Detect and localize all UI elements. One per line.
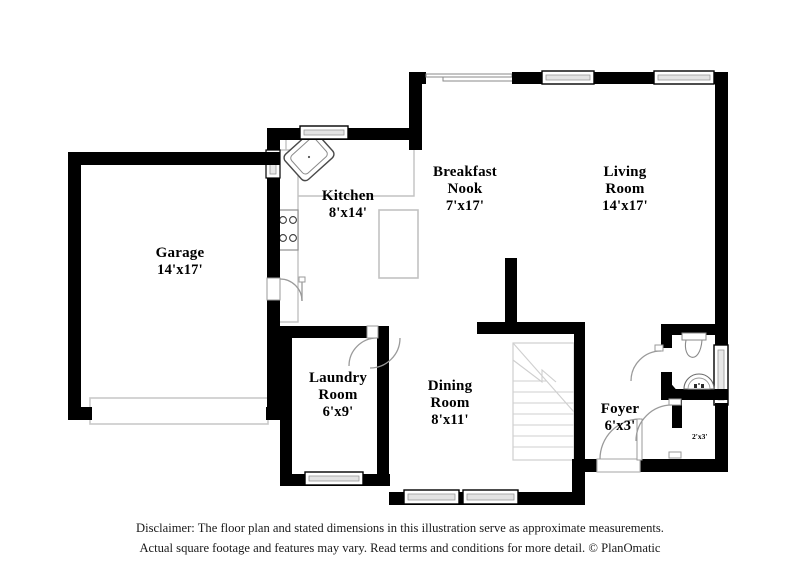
refrigerator-icon bbox=[378, 209, 419, 279]
door-half-bath-icon bbox=[635, 398, 682, 459]
toilet-icon bbox=[681, 332, 707, 358]
staircase-icon bbox=[512, 342, 575, 461]
bathroom-sink-icon bbox=[683, 373, 715, 390]
garage-overhead-door-icon bbox=[89, 397, 269, 425]
disclaimer-line-2: Actual square footage and features may v… bbox=[139, 540, 661, 555]
disclaimer: Disclaimer: The floor plan and stated di… bbox=[0, 519, 800, 558]
range-cooktop-icon bbox=[276, 209, 299, 251]
disclaimer-line-1: Disclaimer: The floor plan and stated di… bbox=[136, 521, 664, 535]
door-garage-to-kitchen-icon bbox=[266, 276, 306, 302]
door-laundry-icon bbox=[348, 325, 401, 369]
front-door-icon bbox=[596, 418, 643, 473]
door-closet-icon bbox=[630, 344, 664, 382]
walls bbox=[68, 70, 729, 505]
kitchen-sink-icon bbox=[283, 130, 335, 182]
